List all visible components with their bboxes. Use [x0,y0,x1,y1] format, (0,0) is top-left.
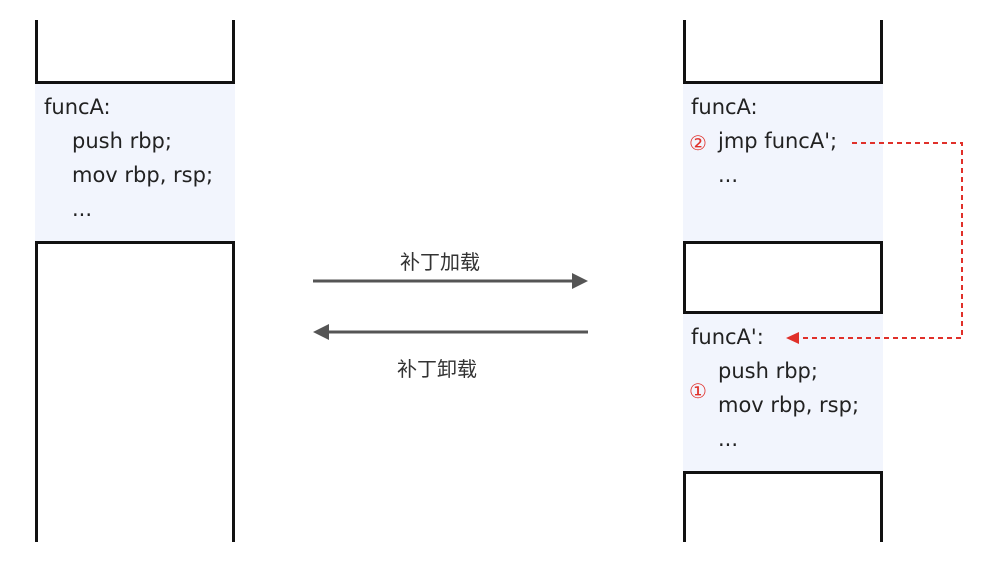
left-line-push: push rbp; [72,129,172,153]
left-line-ellipsis: ... [72,197,93,221]
right-jmp-line: jmp funcA'; [718,129,838,153]
left-funcA-block [35,81,235,244]
right-funcA-title: funcA: [691,95,758,119]
step-1-marker: ① [689,379,707,403]
left-stack-left-border [35,20,38,542]
jump-connector-arrowhead [786,332,799,344]
jump-connector-dashed [800,142,963,339]
right-line-push: push rbp; [718,359,818,383]
patch-load-label: 补丁加载 [400,250,480,274]
unload-arrowhead [313,324,329,340]
step-2-marker: ② [689,131,707,155]
patch-unload-label: 补丁卸载 [397,357,477,381]
left-line-mov: mov rbp, rsp; [72,163,214,187]
right-stack-left-border [683,20,686,542]
left-stack-right-border [232,20,235,542]
left-funcA-title: funcA: [44,95,111,119]
right-funcA-block [683,81,883,244]
right-line-mov: mov rbp, rsp; [718,393,860,417]
load-arrowhead [572,273,588,289]
right-lower-ellipsis: ... [718,427,739,451]
right-funcA-prime-title: funcA': [691,325,764,349]
right-stack-right-border [880,20,883,542]
right-upper-ellipsis: ... [718,163,739,187]
